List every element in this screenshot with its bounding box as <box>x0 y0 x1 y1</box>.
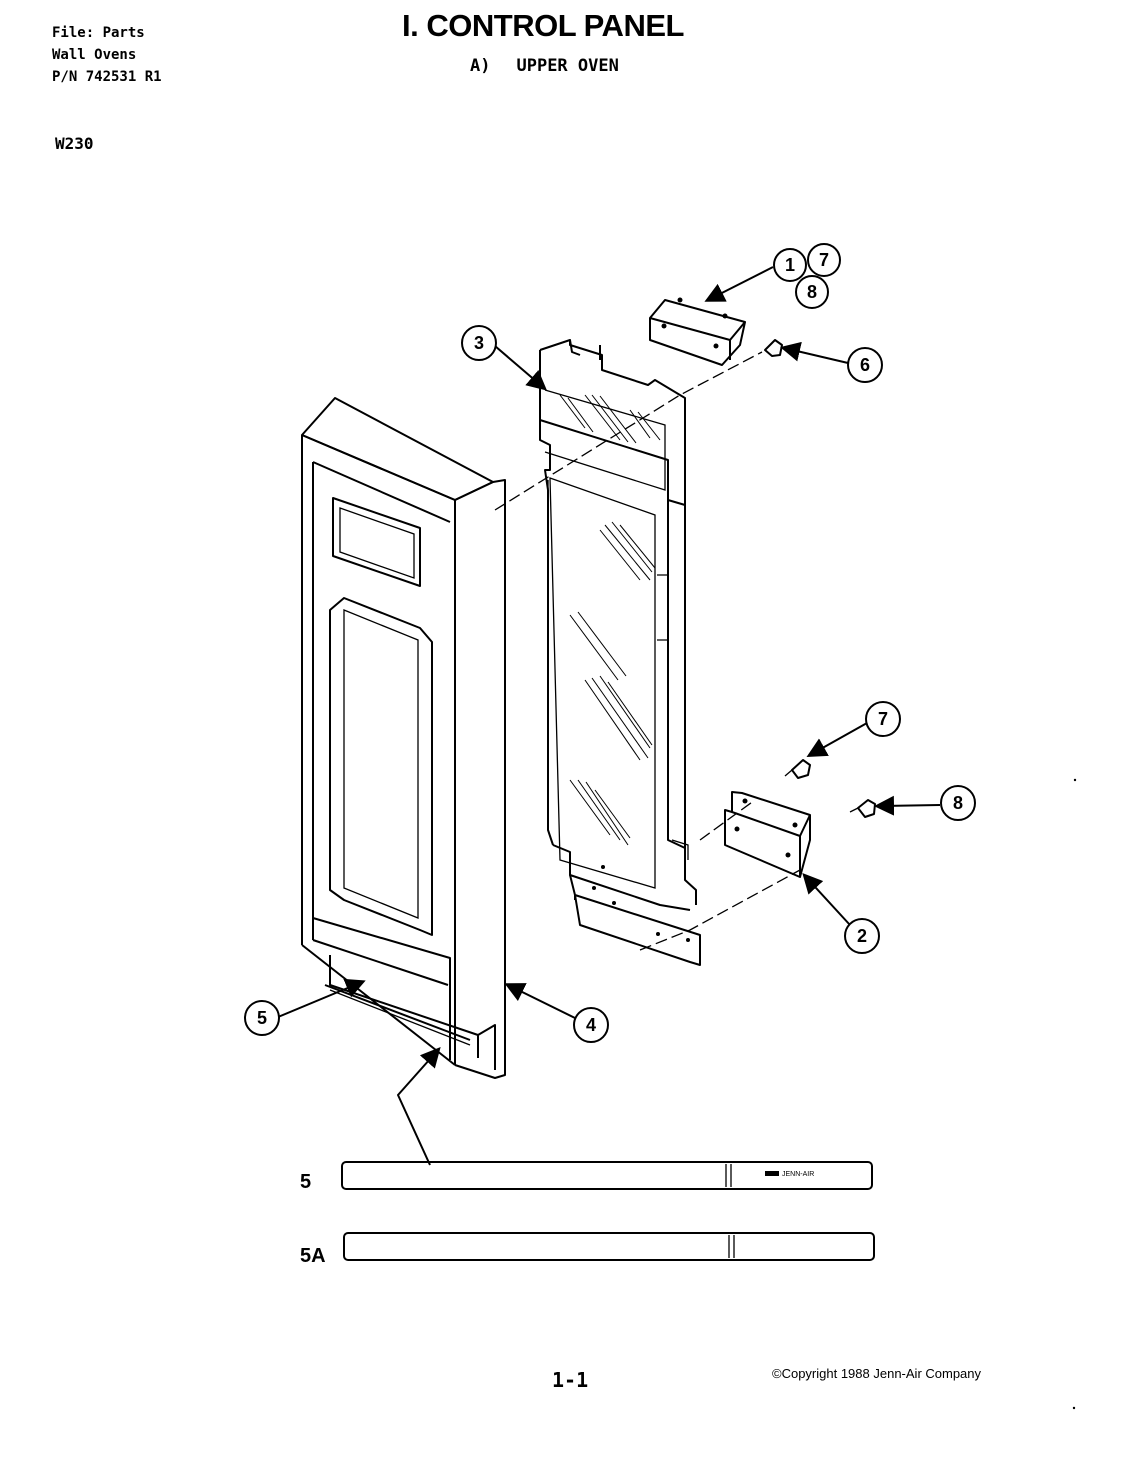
callout-7-lower: 7 <box>865 701 901 737</box>
trim-brand-text: JENN-AIR <box>782 1171 814 1178</box>
category-line: Wall Ovens <box>52 47 137 63</box>
file-header: File: Parts Wall Ovens P/N 742531 R1 <box>52 22 162 88</box>
callout-1-top: 1 <box>773 248 807 282</box>
callout-label: 7 <box>878 709 888 729</box>
leader-lines <box>277 266 941 1166</box>
alignment-lines <box>494 351 801 951</box>
callout-6: 6 <box>847 347 883 383</box>
subtitle-section: A) <box>470 56 491 76</box>
control-panel-front <box>301 397 506 1079</box>
upper-mounting-bracket <box>649 297 746 366</box>
callout-label: 1 <box>785 255 795 275</box>
trim-strip-5: 5 JENN-AIR <box>300 1161 873 1193</box>
control-panel-rear-board <box>539 339 701 966</box>
screw-upper <box>764 339 783 357</box>
copyright-notice: ©Copyright 1988 Jenn-Air Company <box>772 1366 982 1381</box>
callout-3: 3 <box>461 325 497 361</box>
page-title: I. CONTROL PANEL <box>402 8 684 43</box>
lower-mounting-bracket <box>724 791 811 878</box>
callout-label: 4 <box>586 1015 596 1035</box>
callout-label: 7 <box>819 250 829 270</box>
callout-5: 5 <box>244 1000 280 1036</box>
brand-logo-block <box>765 1171 779 1176</box>
trim-label-5: 5 <box>300 1171 311 1193</box>
page-number: 1-1 <box>552 1368 589 1392</box>
file-line: File: Parts <box>52 25 145 41</box>
callout-8-top: 8 <box>795 275 829 309</box>
callout-label: 6 <box>860 355 870 375</box>
screw-lower-8 <box>849 799 876 818</box>
model-number: W230 <box>55 134 94 153</box>
trim-label-5a: 5A <box>300 1245 326 1267</box>
callout-label: 2 <box>857 926 867 946</box>
page-subtitle: A) UPPER OVEN <box>470 56 645 76</box>
part-number-line: P/N 742531 R1 <box>52 69 162 85</box>
screw-lower-7 <box>784 759 811 779</box>
callout-label: 5 <box>257 1008 267 1028</box>
callout-7-top: 7 <box>807 243 841 277</box>
callout-2: 2 <box>844 918 880 954</box>
callout-label: 8 <box>953 793 963 813</box>
callout-label: 8 <box>807 282 817 302</box>
subtitle-name: UPPER OVEN <box>516 56 619 76</box>
callout-8-lower: 8 <box>940 785 976 821</box>
callout-label: 3 <box>474 333 484 353</box>
callout-4: 4 <box>573 1007 609 1043</box>
trim-strip-5a: 5A <box>300 1232 875 1267</box>
